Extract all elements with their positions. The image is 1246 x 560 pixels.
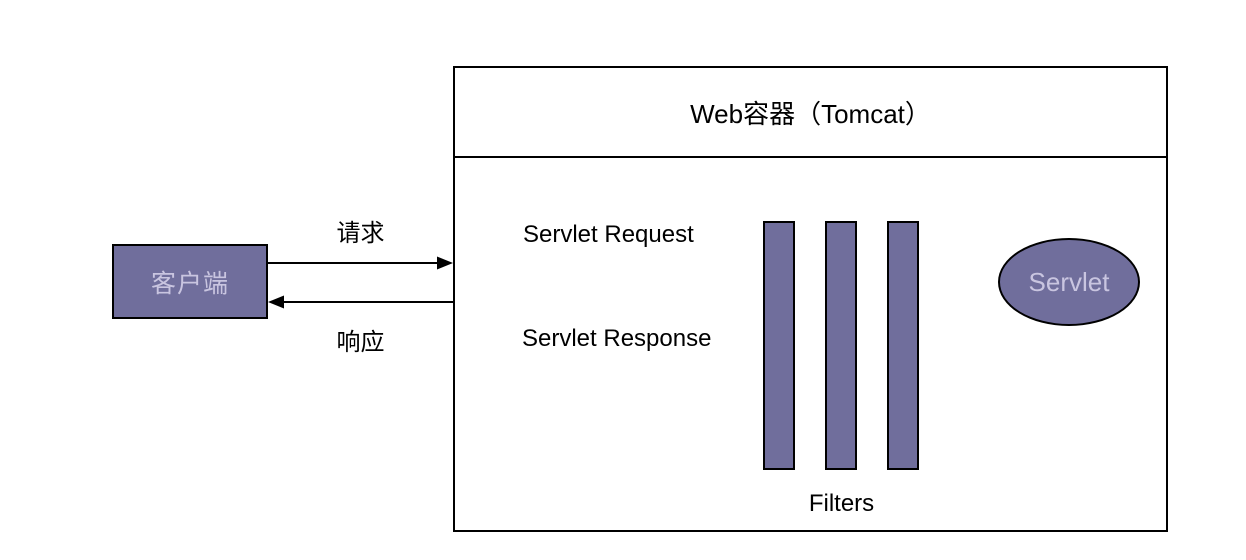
web-container-title: Web容器（Tomcat）: [690, 98, 931, 129]
filter-bar: [825, 221, 857, 470]
web-container-header: Web容器（Tomcat）: [455, 68, 1166, 158]
filter-bars-group: [763, 221, 919, 470]
response-arrow: [268, 295, 453, 309]
client-label: 客户端: [150, 269, 229, 298]
filter-bar: [763, 221, 795, 470]
filters-label: Filters: [808, 490, 875, 517]
client-box: 客户端: [112, 244, 268, 319]
request-arrow: [268, 256, 453, 270]
filter-bar: [887, 221, 919, 470]
servlet-label: Servlet: [1028, 266, 1110, 297]
request-label: 请求: [336, 220, 385, 247]
servlet-ellipse: Servlet: [998, 238, 1140, 326]
servlet-response-label: Servlet Response: [522, 325, 712, 352]
servlet-request-label: Servlet Request: [523, 221, 694, 248]
response-label: 响应: [336, 329, 385, 356]
web-container-box: Web容器（Tomcat）: [453, 66, 1168, 532]
